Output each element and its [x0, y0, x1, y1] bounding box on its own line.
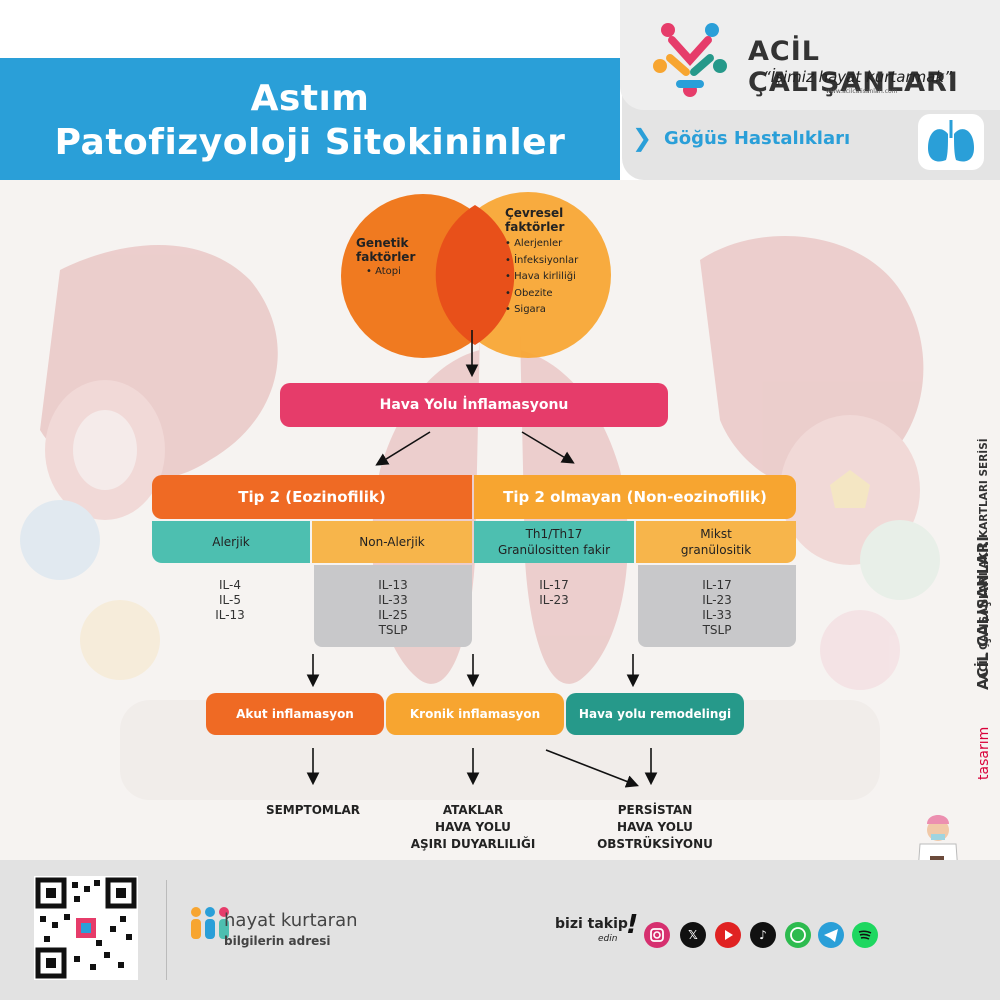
outcome-line: ATAKLAR [442, 803, 504, 817]
genetic-factor-item: • Atopi [366, 266, 401, 277]
non-allergic-cytokines: IL-13 IL-33 IL-25 TSLP [363, 578, 423, 638]
airway-inflammation-box: Hava Yolu İnflamasyonu [280, 383, 668, 427]
whatsapp-icon[interactable] [785, 922, 811, 948]
th1-th17-box: Th1/Th17 Granülositten fakir [474, 521, 634, 563]
cytokine: IL-33 [378, 593, 408, 607]
airway-remodeling-box: Hava yolu remodelingi [566, 693, 744, 735]
chronic-inflammation-box: Kronik inflamasyon [386, 693, 564, 735]
cytokine: IL-13 [378, 578, 408, 592]
cytokine: TSLP [702, 623, 732, 637]
environmental-factors-list: • Alerjenler • İnfeksiyonlar • Hava kirl… [505, 236, 578, 319]
allergic-cytokines: IL-4 IL-5 IL-13 [200, 578, 260, 623]
brand-slogan: “İşimiz hayat kurtarmak” [763, 68, 952, 86]
telegram-icon[interactable] [818, 922, 844, 948]
env-factor-item: • Hava kirliliği [505, 271, 576, 282]
th1-cytokines: IL-17 IL-23 [524, 578, 584, 608]
cytokine: IL-5 [219, 593, 241, 607]
mixed-cytokine-panel [638, 565, 796, 647]
page-subtitle: Patofizyoloji Sitokininler [54, 122, 566, 163]
env-factor-item: • Obezite [505, 287, 553, 299]
genetic-factors-title: Genetik faktörler [356, 236, 416, 264]
env-factor-item: • İnfeksiyonlar [505, 254, 579, 266]
outcome-line: AŞIRI DUYARLILIĞI [410, 837, 536, 851]
outcome-line: PERSİSTAN [617, 803, 693, 817]
footer-tagline-line2: bilgilerin adresi [224, 934, 331, 948]
tiktok-icon[interactable]: ♪ [750, 922, 776, 948]
non-allergic-cytokine-panel [314, 565, 472, 647]
follow-us-sub: edin [598, 934, 618, 944]
page-title: Astım [250, 78, 370, 119]
cytokine: IL-17 [539, 578, 569, 592]
spotify-icon[interactable] [852, 922, 878, 948]
mixed-granulocytic-box: Mikst granülositik [636, 521, 796, 563]
outcome-line: HAVA YOLU [435, 820, 511, 834]
brand-name: ACİL ÇALIŞANLARI [748, 36, 959, 98]
design-credit-text: tasarım [976, 726, 992, 780]
youtube-icon[interactable] [715, 922, 741, 948]
cytokine: IL-4 [219, 578, 241, 592]
outcome-line: OBSTRÜKSİYONU [597, 837, 713, 851]
footer-tagline-line1: hayat kurtaran [224, 910, 358, 931]
cytokine: IL-23 [539, 593, 569, 607]
th1-line1: Th1/Th17 [525, 527, 583, 541]
category-label[interactable]: Göğüs Hastalıkları [664, 128, 851, 149]
env-title-line1: Çevresel [505, 206, 564, 220]
x-icon[interactable]: 𝕏 [680, 922, 706, 948]
cytokine: TSLP [378, 623, 408, 637]
footer [0, 860, 1000, 1000]
environmental-factors-title: Çevresel faktörler [505, 206, 564, 234]
allergic-box: Alerjik [152, 521, 310, 563]
env-title-line2: faktörler [505, 220, 565, 234]
type2-eosinophilic-box: Tip 2 (Eozinofilik) [152, 475, 472, 519]
acute-inflammation-box: Akut inflamasyon [206, 693, 384, 735]
chevron-right-icon: ❯ [632, 124, 653, 152]
instagram-icon[interactable] [644, 922, 670, 948]
env-factor-item: • Alerjenler [505, 238, 563, 249]
mixed-line1: Mikst [700, 527, 732, 541]
cytokine: IL-33 [702, 608, 732, 622]
qr-code[interactable] [34, 876, 138, 980]
outcome-symptoms: SEMPTOMLAR [265, 803, 361, 817]
non-allergic-box: Non-Alerjik [312, 521, 472, 563]
env-factor-item: • Sigara [505, 304, 546, 315]
outcome-persistent: PERSİSTAN HAVA YOLU OBSTRÜKSİYONU [582, 802, 728, 853]
outcome-attacks: ATAKLAR HAVA YOLU AŞIRI DUYARLILIĞI [400, 802, 546, 853]
mixed-cytokines: IL-17 IL-23 IL-33 TSLP [687, 578, 747, 638]
type2-non-eosinophilic-box: Tip 2 olmayan (Non-eozinofilik) [474, 475, 796, 519]
cytokine: IL-23 [702, 593, 732, 607]
th1-line2: Granülositten fakir [497, 543, 611, 557]
footer-divider [166, 880, 167, 980]
lungs-icon [918, 114, 984, 170]
outcome-line: HAVA YOLU [617, 820, 693, 834]
brand-url: www.acilcalisanlari.com [826, 88, 898, 95]
cytokine: IL-13 [215, 608, 245, 622]
mixed-line2: granülositik [680, 543, 752, 557]
side-brand-text: ACİL ÇALIŞANLARI [974, 536, 992, 690]
title-banner [0, 58, 620, 180]
cytokine: IL-25 [378, 608, 408, 622]
follow-us-label: bizi takip [555, 916, 628, 932]
cytokine: IL-17 [702, 578, 732, 592]
